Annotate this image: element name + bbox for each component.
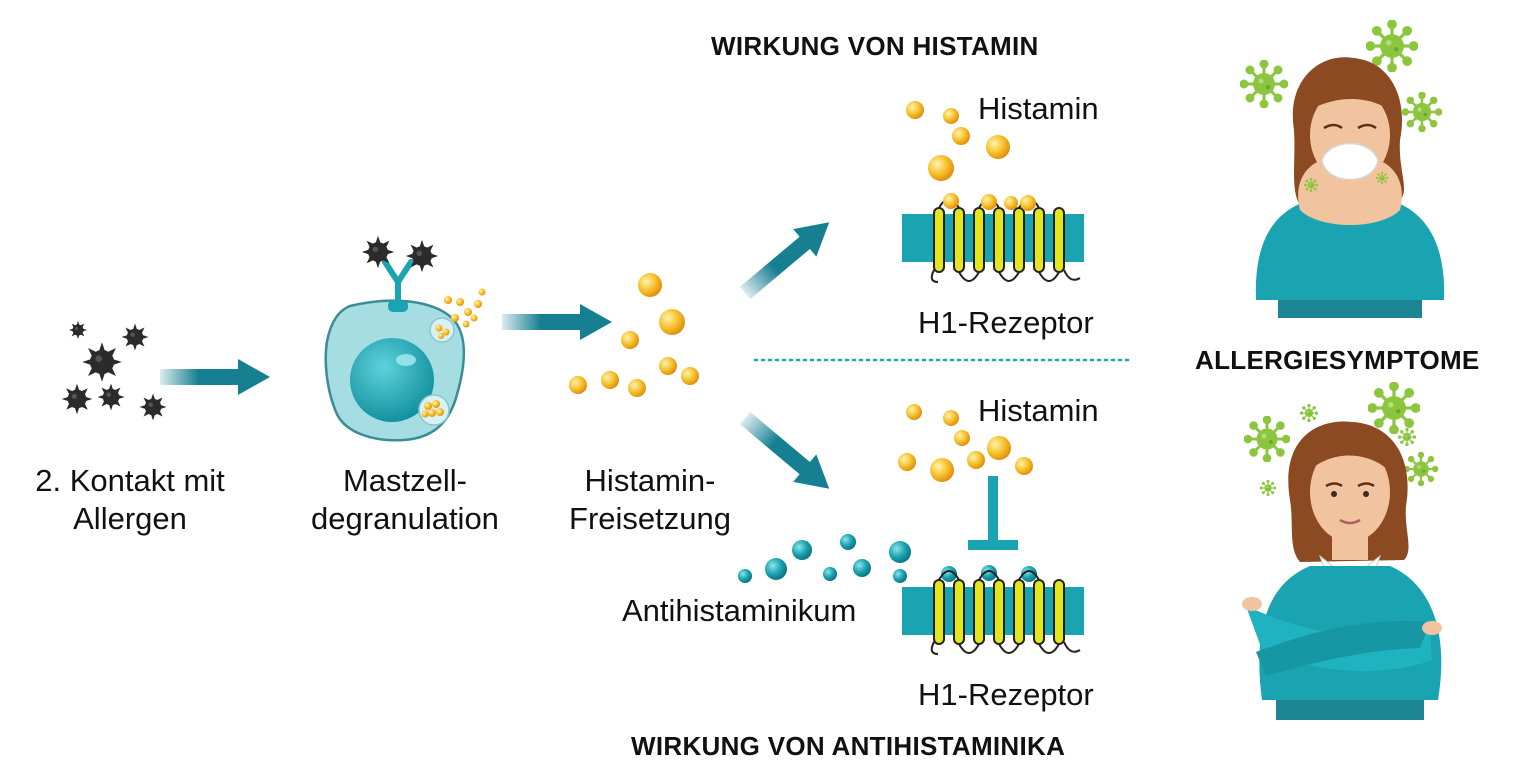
label-histamin-top: Histamin [978, 91, 1099, 126]
label-antihistaminikum: Antihistaminikum [622, 593, 857, 628]
woman-healthy [1242, 382, 1442, 720]
label-mast-line2: degranulation [311, 501, 499, 536]
label-histamine-release: Histamin- Freisetzung [550, 462, 750, 538]
process-arrow-1 [160, 359, 270, 395]
released-histamine [569, 273, 699, 397]
title-allergy-symptoms: ALLERGIESYMPTOME [1195, 345, 1480, 375]
label-h1-receptor-bottom: H1-Rezeptor [918, 677, 1094, 712]
label-h1-receptor-top: H1-Rezeptor [918, 305, 1094, 340]
mast-cell [324, 235, 486, 442]
title-histamine-effect: WIRKUNG VON HISTAMIN [711, 31, 1039, 61]
label-contact-line2: Allergen [73, 501, 187, 536]
arrow-to-histamine-effect [733, 208, 841, 307]
label-mast-line1: Mastzell- [342, 463, 467, 498]
process-arrow-2 [502, 304, 612, 340]
label-mast-degranulation: Mastzell- degranulation [290, 462, 520, 538]
label-histamin-bottom: Histamin [978, 393, 1099, 428]
blocking-symbol [968, 476, 1018, 550]
label-contact-line1: 2. Kontakt mit [35, 463, 225, 498]
h1-receptor-top [902, 198, 1084, 283]
label-contact-allergen: 2. Kontakt mit Allergen [10, 462, 250, 538]
allergen-cluster [61, 321, 167, 421]
h1-receptor-bottom [902, 565, 1084, 655]
title-antihistamine-effect: WIRKUNG VON ANTIHISTAMINIKA [631, 731, 1066, 761]
histamine-top [906, 101, 1036, 211]
label-release-line1: Histamin- [584, 463, 716, 498]
woman-sneezing [1240, 20, 1445, 318]
label-release-line2: Freisetzung [569, 501, 731, 536]
histamine-bottom [898, 404, 1033, 482]
antihistamine-molecules [738, 534, 911, 583]
